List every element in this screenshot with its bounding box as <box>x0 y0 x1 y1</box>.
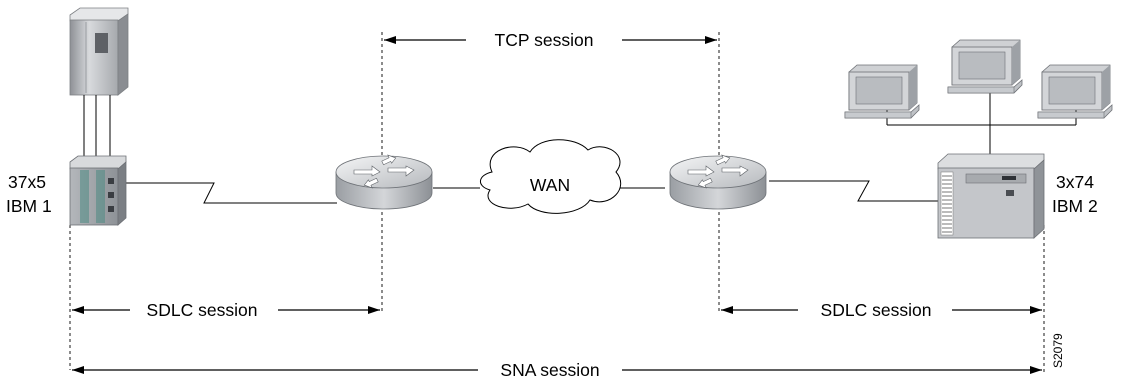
left-device-name-label: IBM 1 <box>6 196 52 216</box>
sdlc-right-session-label: SDLC session <box>821 300 932 320</box>
right-device-name-label: IBM 2 <box>1052 196 1098 216</box>
terminal-right-icon <box>1037 64 1113 119</box>
figure-id-label: S2079 <box>1051 333 1065 368</box>
network-links <box>124 90 1077 204</box>
cluster-controller-icon <box>937 153 1045 239</box>
front-end-processor-icon <box>69 155 127 226</box>
serial-link-right <box>769 180 939 202</box>
right-device-model-label: 3x74 <box>1056 172 1094 192</box>
router-right-icon <box>669 154 767 210</box>
sna-session-label: SNA session <box>500 360 599 379</box>
mainframe-tower-icon <box>69 7 129 163</box>
left-device-model-label: 37x5 <box>8 172 46 192</box>
wan-cloud-icon <box>480 139 622 214</box>
terminal-center-icon <box>947 39 1023 94</box>
sdlc-left-session-label: SDLC session <box>147 300 258 320</box>
router-left-icon <box>335 154 433 210</box>
wan-cloud-label: WAN <box>530 175 570 195</box>
tcp-session-label: TCP session <box>495 30 594 50</box>
terminal-left-icon <box>844 64 920 119</box>
serial-link-left <box>124 182 337 204</box>
